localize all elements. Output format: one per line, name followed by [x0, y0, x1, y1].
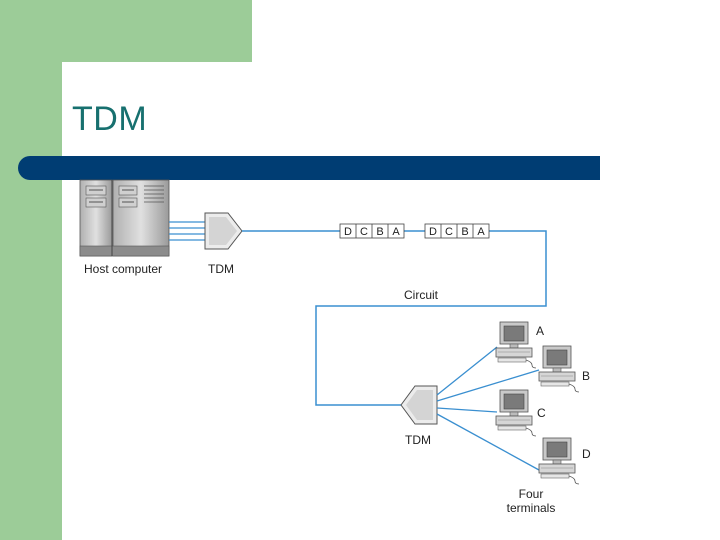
terminal-b-icon — [538, 345, 580, 393]
frame-1-slot-3: B — [376, 226, 383, 238]
background-green-left — [0, 0, 62, 540]
frame-1: D C B A — [339, 223, 405, 239]
frame-1-slot-2: C — [360, 226, 368, 238]
frame-1-slot-1: D — [344, 226, 352, 238]
frame-2-slot-2: C — [445, 226, 453, 238]
frame-2-slot-1: D — [429, 226, 437, 238]
terminal-a-label: A — [536, 324, 544, 338]
host-computer-icon — [79, 179, 170, 257]
tdm-multiplexer-right-icon — [400, 385, 438, 425]
tdm-left-label: TDM — [208, 262, 234, 276]
terminals-caption-line2: terminals — [507, 501, 556, 515]
title-underline-bar — [18, 156, 600, 180]
terminal-d-icon — [538, 437, 580, 485]
frame-1-slot-4: A — [392, 226, 400, 238]
frame-2-slot-4: A — [477, 226, 485, 238]
host-computer-label: Host computer — [84, 262, 162, 276]
terminal-a-icon — [495, 321, 537, 369]
slide-title: TDM — [72, 100, 148, 138]
circuit-label: Circuit — [404, 288, 439, 302]
terminal-c-label: C — [537, 406, 546, 420]
circuit-line — [242, 230, 547, 406]
tdm-right-label: TDM — [405, 433, 431, 447]
terminal-c-icon — [495, 389, 537, 437]
tdm-multiplexer-left-icon — [204, 212, 243, 250]
terminal-b-label: B — [582, 369, 590, 383]
frame-2: D C B A — [424, 223, 490, 239]
tdm-to-terminal-lines — [436, 346, 540, 471]
terminals-caption-line1: Four — [519, 487, 544, 501]
host-to-tdm-lines — [169, 221, 206, 241]
slide-content-panel — [62, 62, 720, 540]
terminal-d-label: D — [582, 447, 591, 461]
frame-2-slot-3: B — [461, 226, 468, 238]
